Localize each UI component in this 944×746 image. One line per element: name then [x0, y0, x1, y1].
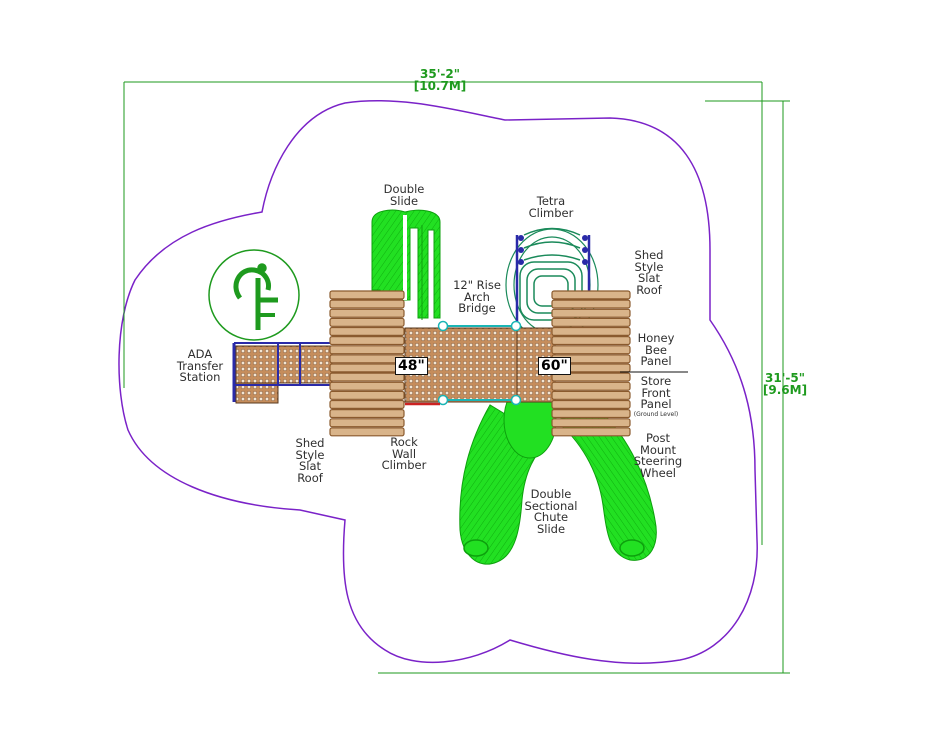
roof-slat: [329, 418, 405, 428]
width-dimension-label: 35'-2" [10.7M]: [405, 68, 475, 92]
roof-slat: [551, 299, 631, 309]
roof-slat: [551, 399, 631, 410]
roof-slat: [329, 372, 405, 382]
roof-slat: [329, 409, 405, 419]
roof-slat: [329, 326, 405, 337]
roof-slat: [329, 345, 405, 355]
roof-slat: [329, 336, 405, 346]
roof-slat: [551, 345, 631, 355]
roof-slat: [551, 381, 631, 391]
dimension-width: [123, 81, 763, 545]
roof-slat: [329, 381, 405, 391]
depth-m: [9.6M]: [762, 383, 808, 397]
label-shed-roof-left: Shed Style Slat Roof: [295, 436, 325, 485]
label-double-slide: Double Slide: [383, 182, 425, 208]
depth-ft: 31'-5": [765, 371, 805, 385]
shed-roof-left: [329, 290, 405, 437]
width-m: [10.7M]: [413, 79, 467, 93]
label-chute-slide: Double Sectional Chute Slide: [524, 487, 578, 536]
roof-slat: [329, 317, 405, 327]
label-store-front-panel: Store Front Panel (Ground Level): [633, 374, 679, 418]
label-rock-wall: Rock Wall Climber: [381, 435, 427, 472]
deck-height-left: 48": [395, 357, 428, 375]
roof-slat: [551, 409, 631, 419]
label-shed-roof-right: Shed Style Slat Roof: [634, 248, 664, 297]
roof-slat: [551, 418, 631, 428]
roof-slat: [329, 299, 405, 309]
roof-slat: [551, 290, 631, 300]
label-ada-station: ADA Transfer Station: [176, 347, 224, 384]
accessibility-icon: [208, 249, 300, 341]
roof-slat: [551, 308, 631, 318]
roof-slat: [329, 290, 405, 300]
roof-slat: [551, 317, 631, 327]
use-zone-boundary: [118, 100, 758, 664]
label-tetra-climber: Tetra Climber: [528, 194, 574, 220]
roof-slat: [551, 336, 631, 346]
shed-roof-right: [551, 290, 631, 437]
deck-height-right: 60": [538, 357, 571, 375]
roof-slat: [329, 390, 405, 400]
roof-slat: [551, 372, 631, 382]
roof-slat: [551, 390, 631, 400]
depth-dimension-label: 31'-5" [9.6M]: [755, 372, 815, 396]
label-arch-bridge: 12" Rise Arch Bridge: [453, 278, 501, 315]
ada-transfer-station: [232, 342, 333, 404]
roof-slat: [329, 363, 405, 373]
roof-slat: [329, 427, 405, 437]
roof-slat: [551, 427, 631, 437]
roof-slat: [329, 399, 405, 410]
width-ft: 35'-2": [420, 67, 460, 81]
dimension-depth: [378, 100, 790, 674]
roof-slat: [329, 354, 405, 364]
label-honey-bee-panel: Honey Bee Panel: [637, 331, 675, 368]
double-sectional-chute-slide: [459, 381, 657, 565]
roof-slat: [551, 326, 631, 337]
roof-slat: [329, 308, 405, 318]
label-post-mount-wheel: Post Mount Steering Wheel: [633, 431, 683, 480]
